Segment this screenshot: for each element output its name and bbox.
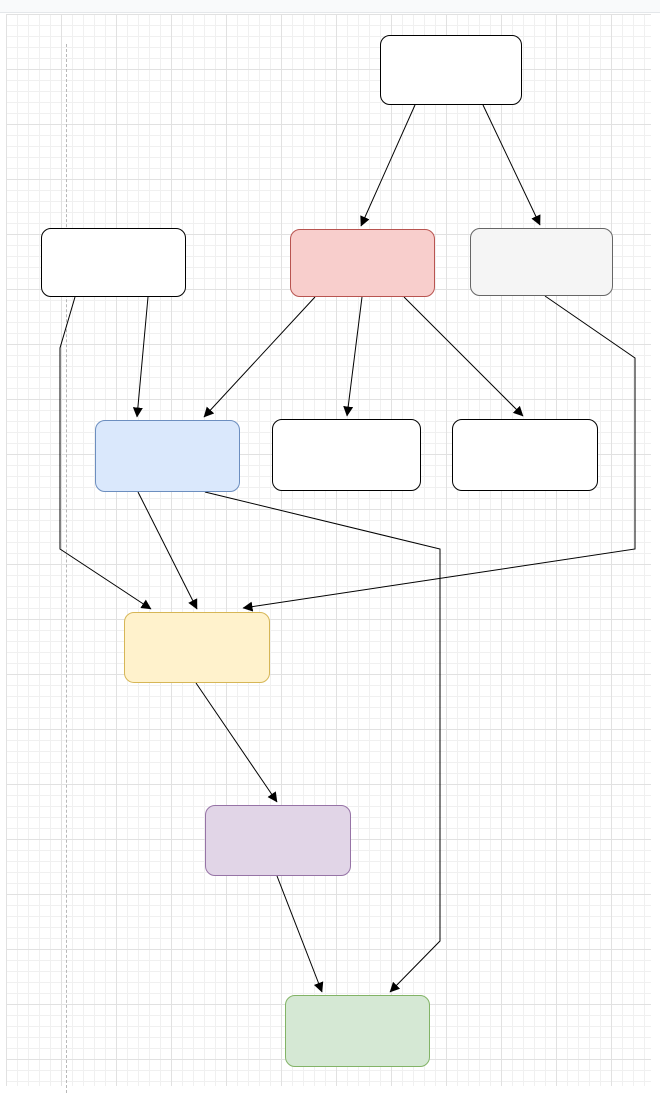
edge-blue-to-yellow[interactable] — [137, 491, 198, 610]
node-gray[interactable] — [470, 228, 613, 296]
node-purple[interactable] — [205, 805, 351, 876]
edge-yellow-to-purple[interactable] — [195, 682, 278, 803]
toolbar-strip — [0, 0, 660, 13]
edge-purple-to-green[interactable] — [276, 875, 324, 993]
diagram-canvas[interactable] — [6, 14, 651, 1094]
node-green[interactable] — [285, 995, 430, 1067]
edge-red-to-midwhite[interactable] — [343, 296, 363, 417]
node-right-white[interactable] — [452, 419, 598, 491]
edge-gray-to-yellow[interactable] — [242, 295, 636, 612]
edge-leftwhite-to-blue[interactable] — [132, 296, 149, 418]
page-boundary-guide — [66, 44, 67, 1094]
edge-top-to-red[interactable] — [360, 104, 416, 227]
node-blue[interactable] — [95, 420, 240, 492]
edge-red-to-rightwhite[interactable] — [403, 296, 524, 417]
edge-leftwhite-to-yellow[interactable] — [59, 296, 152, 610]
edge-top-to-gray[interactable] — [482, 104, 541, 226]
node-left-white[interactable] — [41, 228, 186, 297]
node-top[interactable] — [380, 35, 522, 105]
edge-blue-to-green[interactable] — [204, 491, 441, 993]
node-mid-white[interactable] — [272, 419, 421, 491]
node-red[interactable] — [290, 229, 435, 297]
edge-red-to-blue[interactable] — [203, 296, 316, 418]
node-yellow[interactable] — [124, 612, 270, 683]
